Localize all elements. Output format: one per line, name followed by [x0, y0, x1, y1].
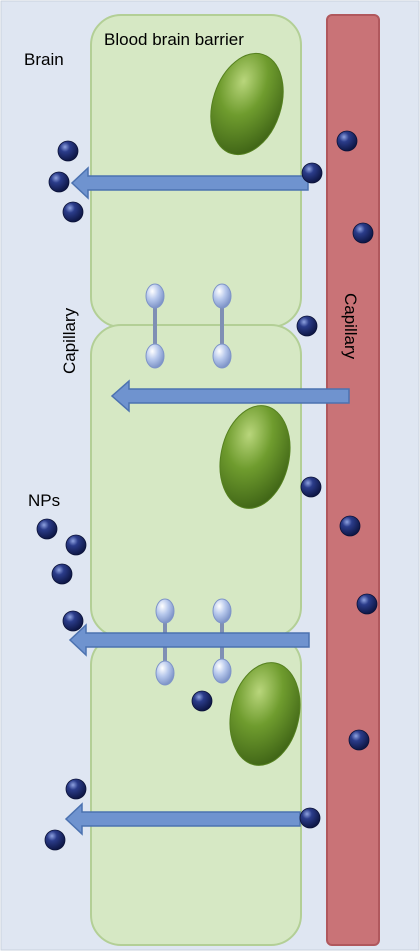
capillary-label-right: Capillary: [341, 293, 360, 360]
nanoparticle-icon: [348, 729, 370, 751]
nanoparticle-icon: [48, 171, 70, 193]
nanoparticle-icon: [300, 476, 322, 498]
tight-junction-icon: [212, 283, 232, 369]
nanoparticle-icon: [62, 201, 84, 223]
transport-arrow-icon: [64, 802, 301, 836]
nanoparticle-icon: [57, 140, 79, 162]
nanoparticle-icon: [356, 593, 378, 615]
barrier-label: Blood brain barrier: [104, 30, 244, 49]
nanoparticle-icon: [36, 518, 58, 540]
nanoparticle-icon: [65, 534, 87, 556]
tight-junction-icon: [145, 283, 165, 369]
nucleus-icon: [210, 52, 284, 156]
tight-junction-icon: [212, 598, 232, 684]
nanoparticle-icon: [336, 130, 358, 152]
nps-label: NPs: [28, 491, 60, 510]
nanoparticle-icon: [299, 807, 321, 829]
nanoparticle-icon: [44, 829, 66, 851]
brain-label: Brain: [24, 50, 64, 69]
nanoparticle-icon: [296, 315, 318, 337]
capillary-label-left: Capillary: [60, 307, 79, 374]
nucleus-icon: [219, 405, 291, 509]
nanoparticle-icon: [65, 778, 87, 800]
nanoparticle-icon: [352, 222, 374, 244]
transport-arrow-icon: [68, 623, 310, 657]
nanoparticle-icon: [51, 563, 73, 585]
nanoparticle-icon: [62, 610, 84, 632]
capillary-vessel: [326, 14, 380, 946]
nucleus-icon: [229, 662, 301, 766]
transport-arrow-icon: [70, 166, 309, 200]
nanoparticle-icon: [301, 162, 323, 184]
transport-arrow-icon: [110, 379, 350, 413]
nanoparticle-icon: [339, 515, 361, 537]
nanoparticle-icon: [191, 690, 213, 712]
